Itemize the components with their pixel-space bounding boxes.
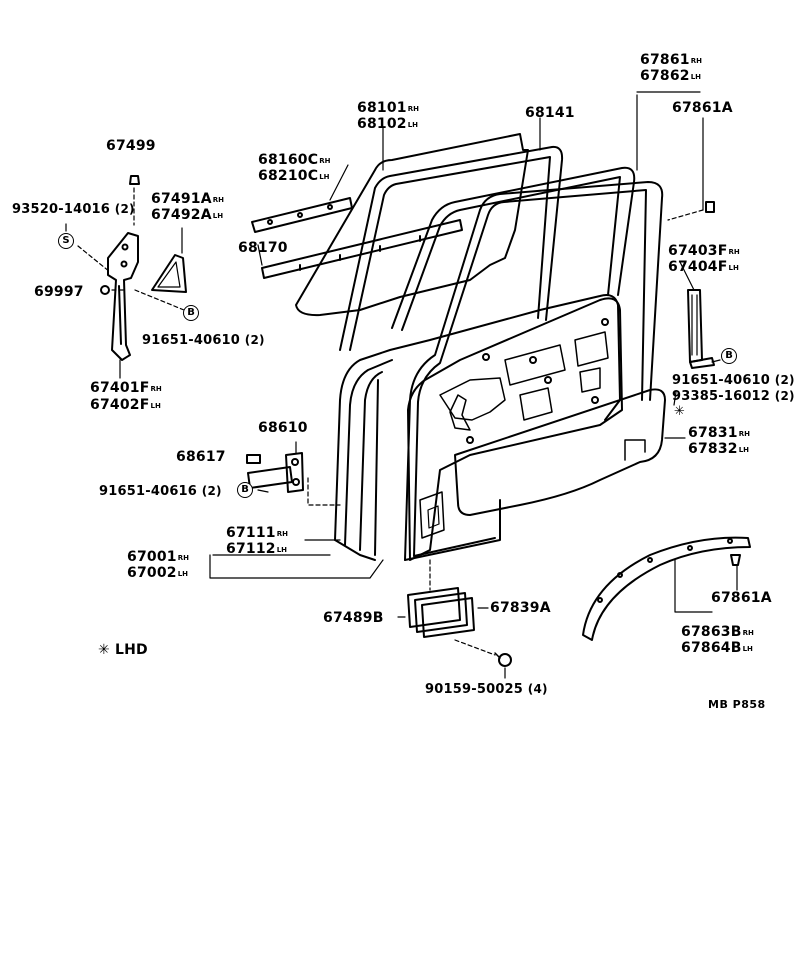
label-67112: 67112LH (226, 541, 288, 557)
label-67861: 67861RH (640, 52, 702, 68)
bolt-68617 (246, 454, 261, 464)
lhd-legend-text: LHD (115, 642, 148, 658)
b-symbol-circle-hinge: B (237, 482, 253, 498)
label-67832: 67832LH (688, 441, 750, 457)
label-68141: 68141 (525, 105, 575, 121)
division-bar-67403F (687, 289, 715, 369)
weatherstrip-67861 (391, 166, 636, 331)
hinge-68610 (247, 452, 304, 493)
screw-90159 (494, 652, 512, 667)
label-91651-40610-left: 91651-40610 (2) (142, 333, 265, 348)
glass-run-68170 (261, 219, 463, 279)
label-67863B: 67863BRH (681, 624, 754, 640)
drip-weatherstrip-67863B (582, 536, 751, 641)
grommet-69997 (100, 285, 110, 295)
label-67404F: 67404FLH (668, 259, 739, 275)
lhd-legend-mark: ✳ (98, 642, 110, 658)
label-67491A: 67491ARH (151, 191, 224, 207)
label-67862: 67862LH (640, 68, 702, 84)
door-glass-68101 (295, 133, 529, 317)
label-68160C: 68160CRH (258, 152, 331, 168)
label-68101: 68101RH (357, 100, 419, 116)
lhd-legend: ✳ LHD (98, 642, 148, 658)
label-67489B: 67489B (323, 610, 384, 626)
label-67499: 67499 (106, 138, 156, 154)
clip-67861A-lower (730, 554, 741, 566)
label-91651-40616: 91651-40616 (2) (99, 484, 222, 499)
label-67401F: 67401FRH (90, 380, 162, 396)
service-cover-67489B (407, 587, 475, 638)
glass-run-68160C (251, 197, 353, 233)
label-90159-50025: 90159-50025 (4) (425, 682, 548, 697)
label-67839A: 67839A (490, 600, 551, 616)
clip-67499 (129, 175, 140, 185)
label-91651-40610-right: 91651-40610 (2) (672, 373, 795, 388)
label-93385-16012: 93385-16012 (2) (672, 389, 795, 404)
vent-bracket-67401F (107, 232, 139, 361)
label-68170: 68170 (238, 240, 288, 256)
glass-run-68141 (339, 145, 564, 351)
label-68210C: 68210CLH (258, 168, 330, 184)
clip-67861A (705, 201, 715, 213)
label-67111: 67111RH (226, 525, 288, 541)
trim-board-67831 (454, 388, 666, 516)
label-68617: 68617 (176, 449, 226, 465)
s-symbol-circle: S (58, 233, 74, 249)
label-67861A-bottom: 67861A (711, 590, 772, 606)
door-shell-67001 (334, 294, 621, 561)
label-67831: 67831RH (688, 425, 750, 441)
leader-lines (209, 91, 721, 618)
vent-glass-67491A (151, 254, 187, 293)
label-67001: 67001RH (127, 549, 189, 565)
label-67402F: 67402FLH (90, 397, 161, 413)
label-93520-14016: 93520-14016 (2) (12, 202, 135, 217)
label-67403F: 67403FRH (668, 243, 740, 259)
label-69997: 69997 (34, 284, 84, 300)
label-67864B: 67864BLH (681, 640, 753, 656)
lhd-mark-93385: ✳ (674, 404, 686, 419)
label-67492A: 67492ALH (151, 207, 224, 223)
label-67002: 67002LH (127, 565, 189, 581)
label-68610: 68610 (258, 420, 308, 436)
label-67861A-top: 67861A (672, 100, 733, 116)
door-weatherstrip-loop (404, 181, 664, 561)
figure-code: MB P858 (708, 698, 766, 711)
b-symbol-circle-left: B (183, 305, 199, 321)
b-symbol-circle-right: B (721, 348, 737, 364)
label-68102: 68102LH (357, 116, 419, 132)
